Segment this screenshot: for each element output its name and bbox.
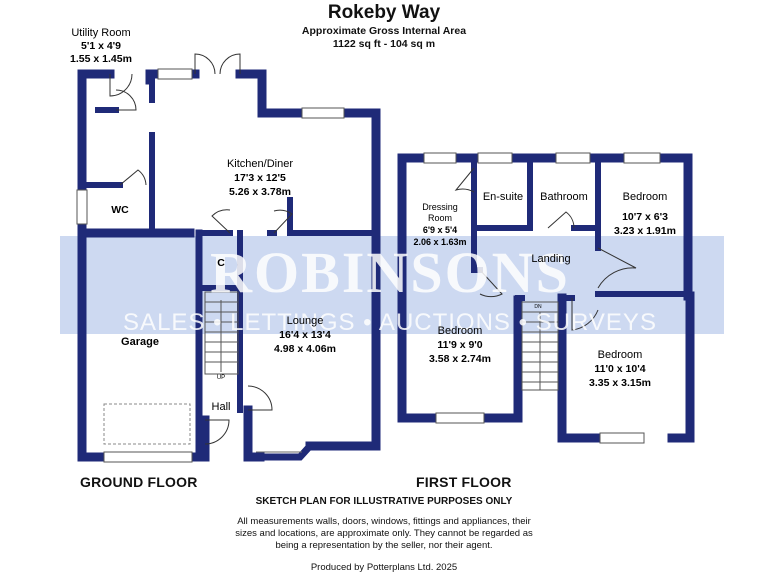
label-hall: Hall (212, 401, 231, 413)
gf-doors (109, 53, 293, 445)
window-wc (76, 189, 88, 225)
label-bedroom-ne-name: Bedroom (623, 191, 668, 203)
footer-credit: Produced by Potterplans Ltd. 2025 (310, 562, 458, 573)
gf-stair-outline (204, 291, 239, 375)
footer-disclaimer-1: All measurements walls, doors, windows, … (237, 516, 531, 527)
footer-disclaimer-2: sizes and locations, are approximate onl… (235, 528, 533, 539)
label-bedroom-se-name: Bedroom (598, 349, 643, 361)
label-bedroom-w-name: Bedroom (438, 325, 483, 337)
label-utility-metric: 1.55 x 1.45m (70, 53, 132, 65)
door-kitchen-french-right (219, 53, 241, 75)
watermark-tagline: SALES • LETTINGS • AUCTIONS • SURVEYS (123, 309, 657, 336)
label-bedroom-w-imperial: 11'9 x 9'0 (437, 339, 482, 351)
ff-interior-walls (471, 155, 691, 301)
label-cupboard: C (217, 257, 225, 269)
door-bedroom-w (479, 269, 503, 298)
label-lounge-imperial: 16'4 x 13'4 (279, 329, 331, 341)
plan-title: Rokeby Way (327, 2, 441, 23)
door-utility-internal (115, 89, 137, 111)
label-wc: WC (111, 204, 129, 216)
label-utility-imperial: 5'1 x 4'9 (81, 40, 121, 52)
label-kitchen-name: Kitchen/Diner (227, 158, 293, 170)
label-utility-name: Utility Room (71, 27, 130, 39)
footer-headline: SKETCH PLAN FOR ILLUSTRATIVE PURPOSES ON… (255, 496, 513, 507)
gf-wall-step (257, 69, 307, 118)
label-stairs-dn: DN (534, 304, 542, 310)
window-bedroom-ne (623, 152, 661, 164)
first-floor-label: FIRST FLOOR (416, 474, 512, 490)
ff-outer-wall-east-upper (655, 153, 693, 301)
label-lounge-name: Lounge (287, 315, 324, 327)
area-label: Approximate Gross Internal Area (301, 25, 467, 37)
label-bedroom-ne-metric: 3.23 x 1.91m (614, 225, 676, 237)
window-kitchen-left (157, 68, 193, 80)
watermark-brand: ROBINSONS (210, 240, 570, 305)
label-bedroom-w-metric: 3.58 x 2.74m (429, 353, 491, 365)
ff-windows (423, 152, 661, 444)
label-dressing-metric: 2.06 x 1.63m (413, 237, 466, 247)
door-bedroom-se (571, 298, 599, 331)
door-bathroom (547, 211, 575, 229)
door-utility-external (109, 73, 133, 97)
ff-staircase (521, 301, 559, 391)
door-front (204, 419, 230, 445)
door-kitchen-french-left (194, 53, 216, 75)
footer-disclaimer-3: being a representation by the seller, no… (275, 540, 493, 551)
label-ensuite: En-suite (483, 191, 523, 203)
window-dressing (423, 152, 457, 164)
ground-floor-label: GROUND FLOOR (80, 474, 198, 490)
garage-car-outline (103, 403, 191, 445)
label-landing: Landing (531, 253, 570, 265)
label-bedroom-se-imperial: 11'0 x 10'4 (594, 363, 645, 375)
door-ensuite (454, 167, 475, 193)
label-bathroom: Bathroom (540, 191, 588, 203)
door-bedroom-ne (597, 247, 637, 289)
window-bathroom (555, 152, 591, 164)
watermark-band (60, 236, 724, 334)
label-lounge-metric: 4.98 x 4.06m (274, 343, 336, 355)
gf-bay-window-frame (260, 443, 313, 461)
door-lounge (273, 209, 293, 234)
ground-floor-plan (77, 69, 381, 462)
door-wc (119, 169, 147, 186)
door-hall-lounge (247, 385, 273, 411)
label-garage: Garage (121, 336, 159, 348)
door-cupboard (211, 209, 231, 234)
gf-staircase (204, 291, 239, 375)
label-dressing-imperial: 6'9 x 5'4 (423, 225, 457, 235)
window-ensuite (477, 152, 513, 164)
label-dressing-name-2: Room (428, 213, 452, 223)
gf-outer-wall-east (305, 108, 381, 451)
label-stairs-up: UP (217, 375, 225, 381)
label-dressing-name-1: Dressing (422, 202, 458, 212)
label-kitchen-imperial: 17'3 x 12'5 (234, 172, 286, 184)
label-bedroom-ne-imperial: 10'7 x 6'3 (622, 211, 668, 223)
ff-doors (454, 167, 637, 331)
label-kitchen-metric: 5.26 x 3.78m (229, 186, 291, 198)
window-kitchen-right (301, 107, 345, 119)
gf-windows (76, 68, 345, 463)
area-value: 1122 sq ft - 104 sq m (332, 38, 436, 50)
garage-door (103, 451, 193, 463)
label-bedroom-se-metric: 3.35 x 3.15m (589, 377, 651, 389)
window-bedroom-w (435, 412, 485, 424)
window-bedroom-se (599, 432, 645, 444)
